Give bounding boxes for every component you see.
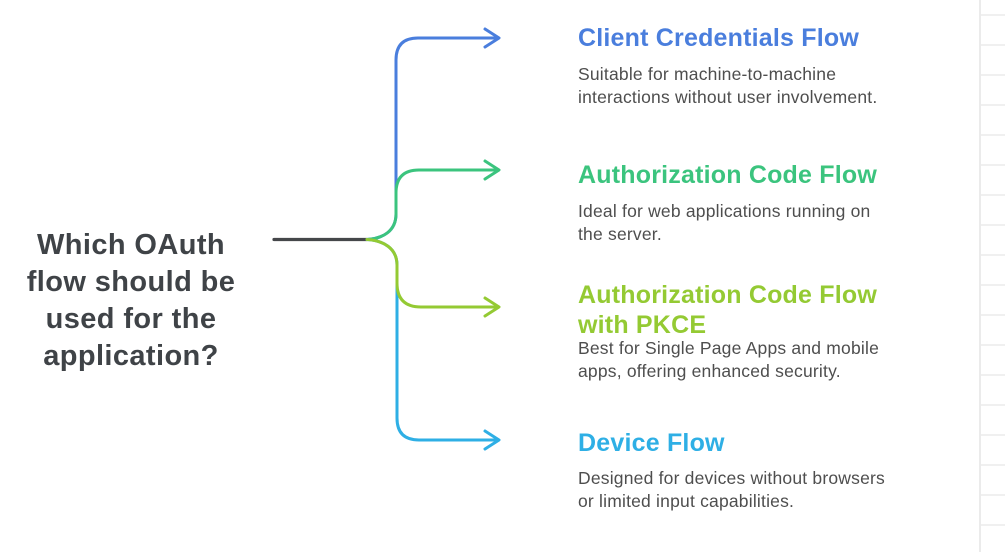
branch-node-client-credentials: Client Credentials Flow Suitable for mac…	[578, 23, 930, 109]
branch-title-authorization-code: Authorization Code Flow	[578, 161, 878, 189]
branch-title-authorization-code-pkce: Authorization Code Flow with PKCE	[578, 281, 878, 339]
branch-description-device-flow: Designed for devices without browsers or…	[578, 468, 885, 511]
grid-vertical-line	[979, 0, 981, 552]
branch-title-device-flow: Device Flow	[578, 429, 725, 457]
branch-description-authorization-code-pkce: Best for Single Page Apps and mobile app…	[578, 338, 879, 381]
branch-line-authorization-code-pkce	[365, 238, 499, 309]
arrow-icon-authorization-code-pkce	[483, 296, 501, 318]
grid-lines	[979, 14, 1005, 552]
branch-line-authorization-code	[365, 168, 499, 241]
branch-description-client-credentials: Suitable for machine-to-machine interact…	[578, 64, 878, 107]
branch-title-client-credentials: Client Credentials Flow	[578, 24, 860, 52]
arrow-icon-client-credentials	[483, 27, 501, 49]
branch-description-authorization-code: Ideal for web applications running on th…	[578, 201, 871, 244]
branch-node-authorization-code: Authorization Code Flow Ideal for web ap…	[578, 160, 930, 246]
branch-node-device-flow: Device Flow Designed for devices without…	[578, 428, 930, 513]
branch-line-device-flow	[365, 238, 499, 442]
arrow-icon-authorization-code	[483, 159, 501, 181]
arrow-icon-device-flow	[483, 429, 501, 451]
branch-node-authorization-code-pkce: Authorization Code Flow with PKCE Best f…	[578, 280, 930, 383]
branch-line-client-credentials	[365, 36, 499, 241]
root-node-label: Which OAuth flow should be used for the …	[26, 229, 236, 372]
